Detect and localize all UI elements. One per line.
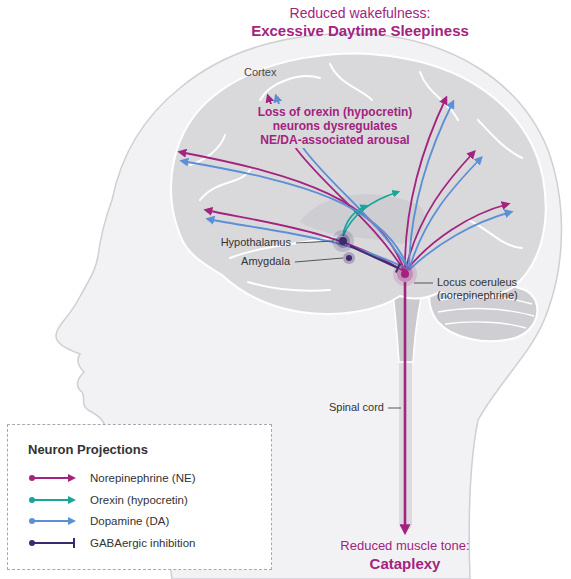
region-label: Cortex: [244, 66, 304, 79]
legend-line-sample: [28, 536, 80, 550]
brain-gyri: [190, 64, 522, 291]
region-label: Hypothalamus: [186, 236, 291, 249]
orexin-projections: [343, 192, 398, 236]
legend-label: Norepinephrine (NE): [90, 471, 195, 485]
amygdala-dot: [343, 252, 355, 264]
gabaergic-inhibition: [350, 246, 400, 273]
legend-box: Neuron ProjectionsNorepinephrine (NE) Ore…: [7, 424, 272, 570]
effect-title: Cataplexy: [255, 555, 555, 573]
hypothalamus-dot: [332, 230, 354, 252]
legend-label: Orexin (hypocretin): [90, 493, 188, 507]
legend-line-sample: [28, 471, 80, 485]
legend-label: Dopamine (DA): [90, 514, 169, 528]
effect-title: Excessive Daytime Sleepiness: [210, 22, 510, 40]
spinal-projection: [404, 282, 407, 532]
leader-lines: [295, 241, 433, 408]
effect-heading: Reduced muscle tone:: [255, 538, 555, 554]
effect-heading: Reduced wakefulness:: [210, 5, 510, 22]
cerebellum-folds: [438, 297, 534, 328]
cerebrum: [171, 54, 546, 315]
legend-label: GABAergic inhibition: [90, 536, 195, 550]
legend-line-sample: [28, 493, 80, 507]
region-label: Spinal cord: [280, 401, 384, 414]
head-silhouette: [56, 33, 562, 579]
dopamine-projections: [182, 96, 511, 270]
region-label: Locus coeruleus (norepinephrine): [437, 276, 542, 302]
region-label: Amygdala: [186, 255, 290, 268]
mechanism-note: Loss of orexin (hypocretin) neurons dysr…: [252, 104, 418, 148]
legend-line-sample: [28, 514, 80, 528]
legend-heading: Neuron Projections: [28, 442, 271, 457]
norepinephrine-projections: [180, 96, 508, 272]
